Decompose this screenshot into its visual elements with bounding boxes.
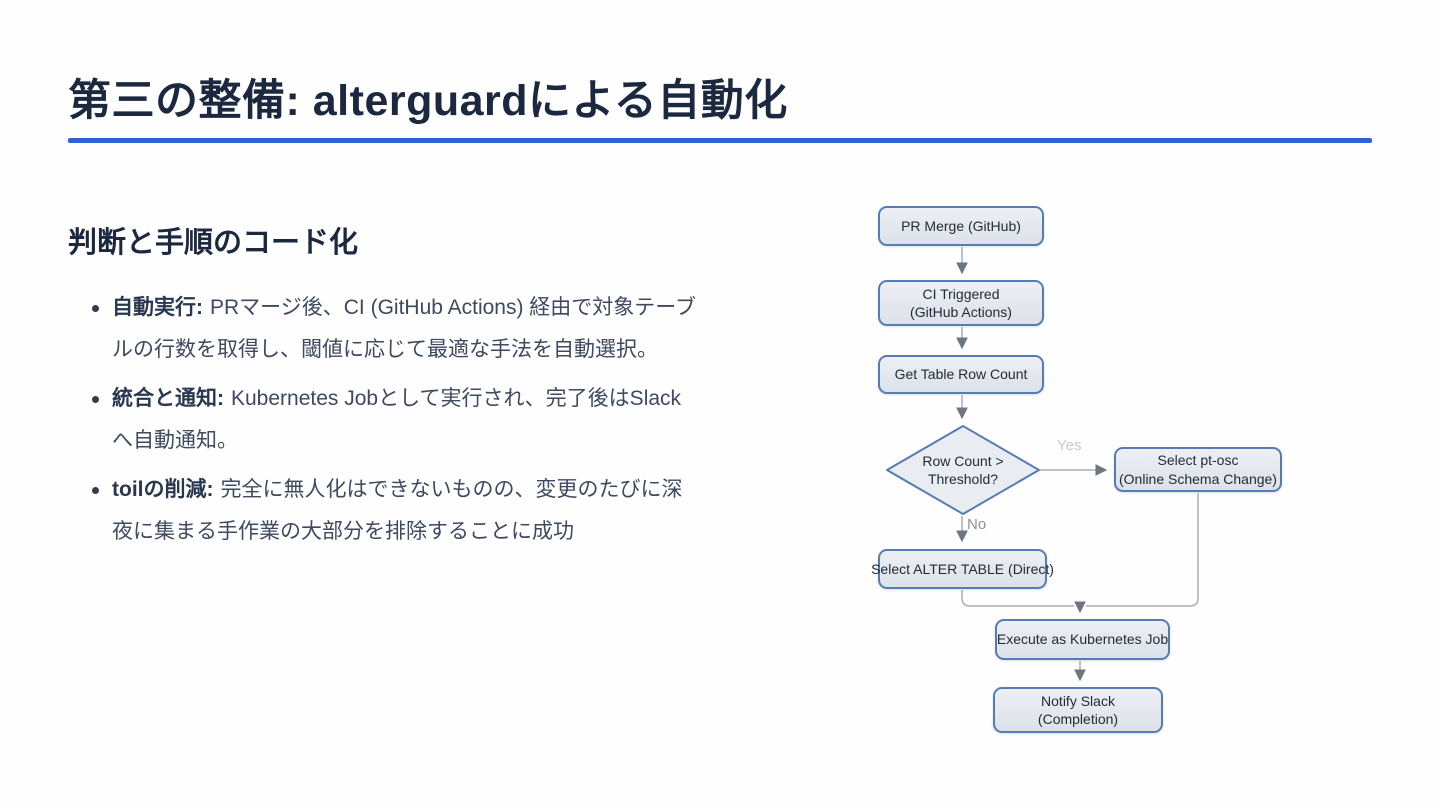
flow-node-label: Select pt-osc — [1157, 452, 1239, 469]
flow-node-label: Row Count > — [922, 452, 1004, 469]
bullet-text: 自動実行:PRマージ後、CI (GitHub Actions) 経由で対象テーブ… — [112, 287, 698, 371]
flow-node-notify-slack: Notify Slack (Completion) — [993, 687, 1163, 733]
bullet-icon — [92, 487, 99, 494]
flow-node-execute-job: Execute as Kubernetes Job — [995, 619, 1170, 660]
edge-ptosc-merge — [1086, 493, 1199, 607]
list-item: toilの削減:完全に無人化はできないものの、変更のたびに深夜に集まる手作業の大… — [92, 469, 698, 553]
flow-node-sublabel: Threshold? — [927, 471, 999, 487]
bullet-text: toilの削減:完全に無人化はできないものの、変更のたびに深夜に集まる手作業の大… — [112, 469, 698, 553]
flow-node-label: Select ALTER TABLE (Direct) — [871, 560, 1054, 577]
bullet-body: Kubernetes Jobとして実行され、完了後はSlackへ自動通知。 — [112, 387, 682, 452]
list-item: 統合と通知:Kubernetes Jobとして実行され、完了後はSlackへ自動… — [92, 378, 698, 462]
flow-node-decision: Row Count > Threshold? — [887, 425, 1039, 515]
edge-alter-merge — [961, 590, 1074, 607]
section-heading: 判断と手順のコード化 — [68, 227, 359, 259]
flow-node-label: Get Table Row Count — [894, 366, 1028, 383]
bullet-label: toilの削減: — [112, 478, 214, 501]
flow-node-ci-triggered: CI Triggered (GitHub Actions) — [878, 280, 1044, 326]
edge-label-yes: Yes — [1057, 437, 1082, 454]
flow-node-sublabel: (GitHub Actions) — [910, 304, 1012, 320]
flow-node-label: Execute as Kubernetes Job — [996, 631, 1169, 648]
flow-node-get-row-count: Get Table Row Count — [878, 355, 1044, 394]
bullet-icon — [92, 305, 99, 312]
flow-node-sublabel: (Online Schema Change) — [1119, 470, 1277, 487]
bullet-text: 統合と通知:Kubernetes Jobとして実行され、完了後はSlackへ自動… — [112, 378, 698, 462]
bullet-body: PRマージ後、CI (GitHub Actions) 経由で対象テーブルの行数を… — [112, 296, 697, 361]
bullet-label: 統合と通知: — [112, 387, 224, 410]
flow-node-label: Notify Slack — [1041, 692, 1115, 709]
bullet-icon — [92, 396, 99, 403]
bullet-body: 完全に無人化はできないものの、変更のたびに深夜に集まる手作業の大部分を排除するこ… — [112, 478, 683, 543]
page-title: 第三の整備: alterguardによる自動化 — [68, 77, 788, 125]
list-item: 自動実行:PRマージ後、CI (GitHub Actions) 経由で対象テーブ… — [92, 287, 698, 371]
bullet-list: 自動実行:PRマージ後、CI (GitHub Actions) 経由で対象テーブ… — [92, 287, 698, 560]
title-underline — [68, 138, 1372, 143]
flow-node-pt-osc: Select pt-osc (Online Schema Change) — [1114, 447, 1282, 492]
flow-node-sublabel: (Completion) — [1037, 711, 1119, 727]
bullet-label: 自動実行: — [112, 296, 203, 319]
flow-node-alter-table: Select ALTER TABLE (Direct) — [871, 549, 1054, 589]
flow-node-label: PR Merge (GitHub) — [901, 217, 1021, 234]
flow-node-label: CI Triggered — [922, 285, 1000, 302]
edge-label-no: No — [967, 516, 987, 533]
flow-node-pr-merge: PR Merge (GitHub) — [878, 206, 1044, 246]
